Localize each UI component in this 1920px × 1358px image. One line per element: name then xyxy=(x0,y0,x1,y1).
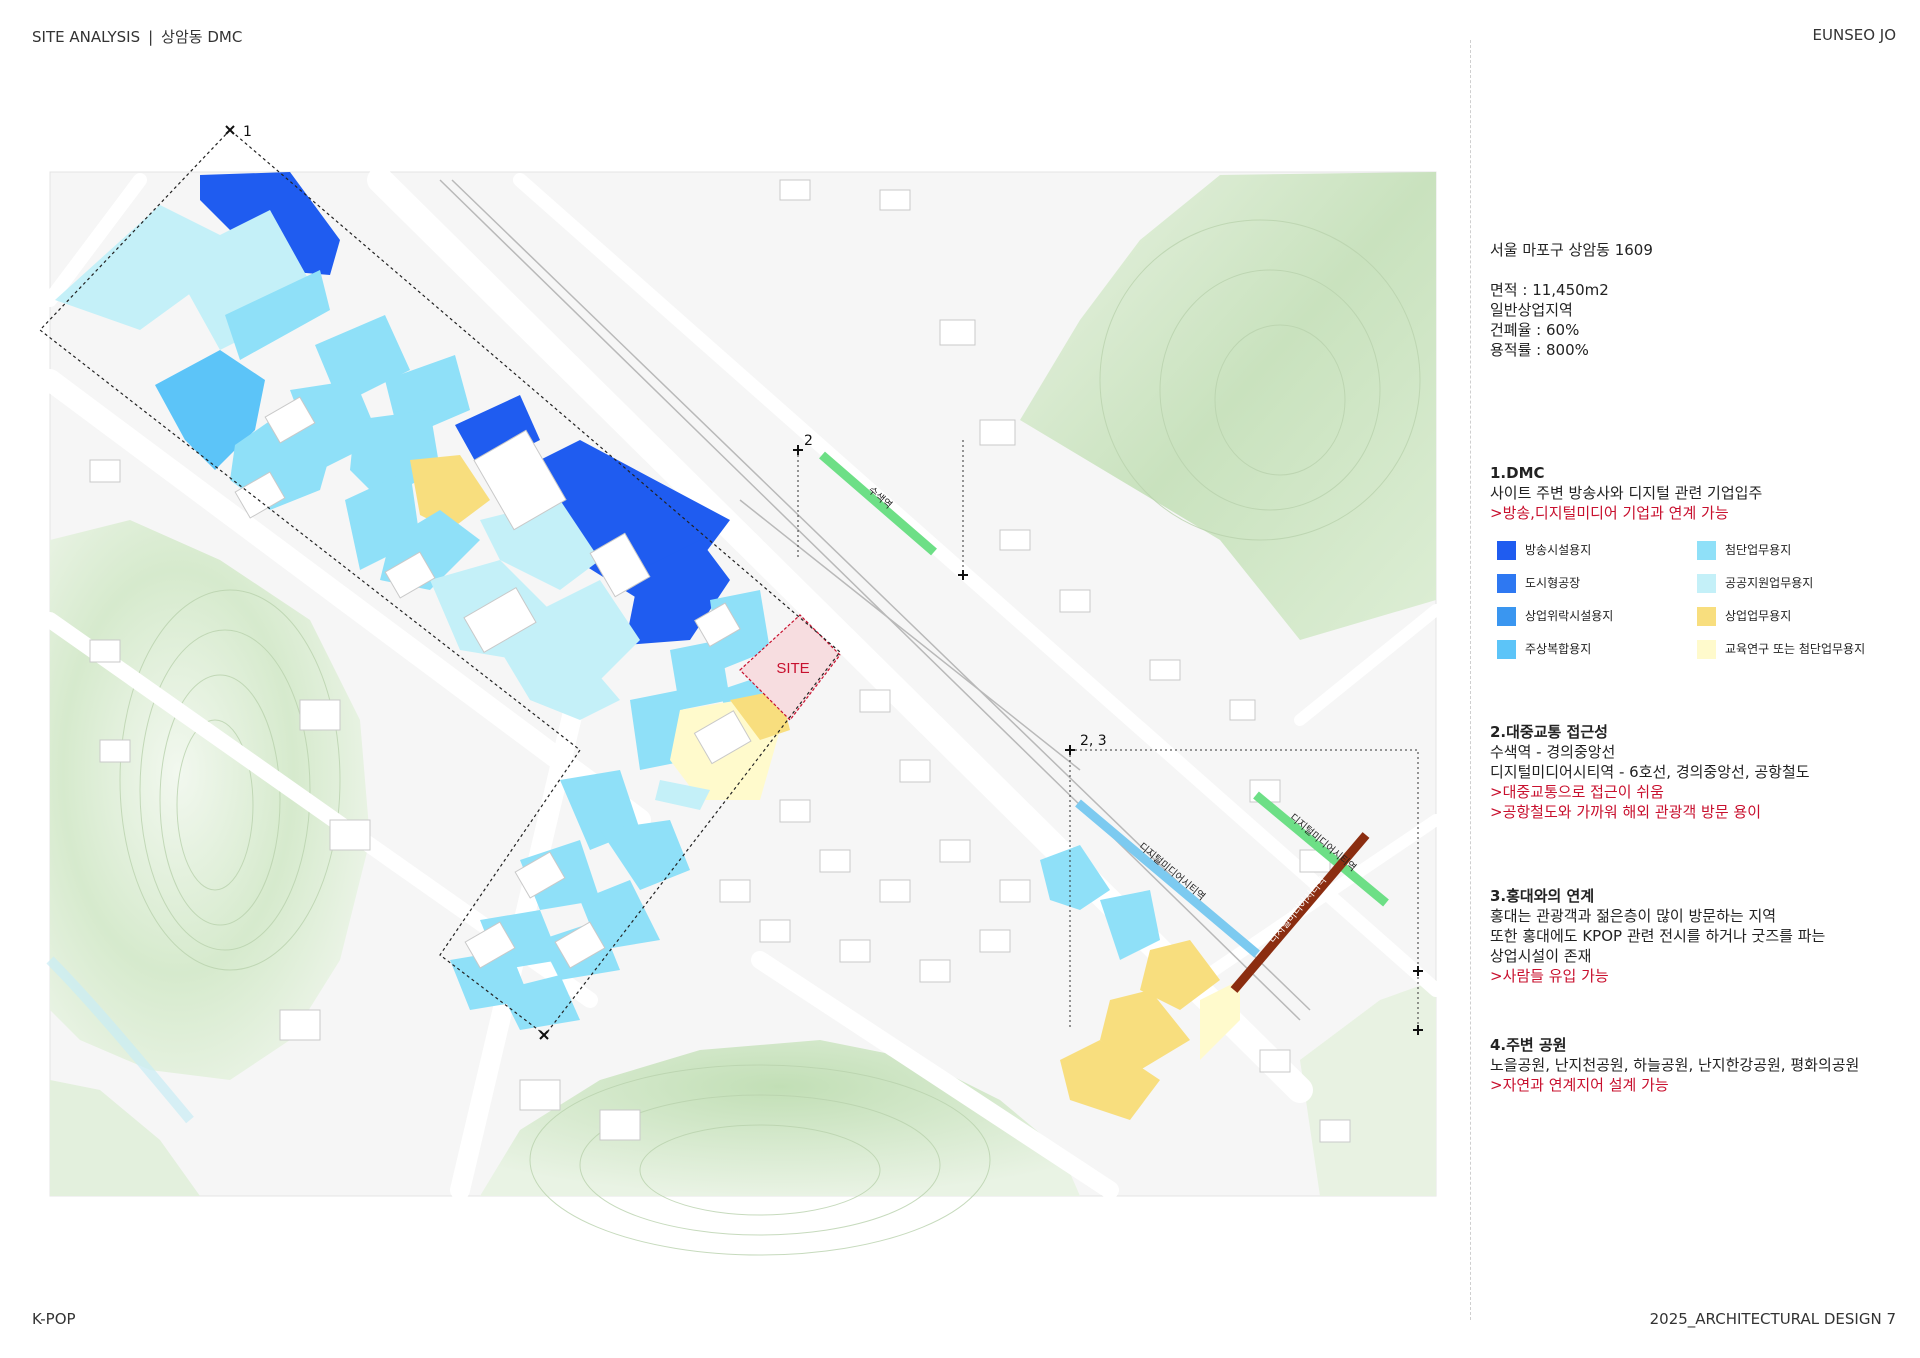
marker-plus-2 xyxy=(958,570,968,580)
legend-swatch xyxy=(1497,640,1516,659)
legend-item: 교육연구 또는 첨단업무용지 xyxy=(1697,639,1865,659)
header-separator: | xyxy=(148,28,154,46)
section-transit-highlight: >공항철도와 가까워 해외 관광객 방문 용이 xyxy=(1490,803,1762,821)
site-address: 서울 마포구 상암동 1609 xyxy=(1490,241,1653,259)
section-parks-highlight: >자연과 연계지어 설계 가능 xyxy=(1490,1076,1669,1094)
spec-far: 용적률 : 800% xyxy=(1490,341,1589,359)
dmc-boundary xyxy=(39,129,841,1036)
marker-cross-1 xyxy=(225,125,235,135)
marker-plus-4 xyxy=(1413,1025,1423,1035)
spec-area: 면적 : 11,450m2 xyxy=(1490,281,1609,299)
legend-label: 공공지원업무용지 xyxy=(1725,576,1814,590)
railway-tracks xyxy=(439,179,1311,1021)
section-transit-title: 2.대중교통 접근성 xyxy=(1490,723,1608,741)
legend-label: 교육연구 또는 첨단업무용지 xyxy=(1725,642,1866,656)
section-parks-title: 4.주변 공원 xyxy=(1490,1036,1567,1054)
legend-label: 첨단업무용지 xyxy=(1725,543,1792,557)
legend-label: 상업업무용지 xyxy=(1725,609,1792,623)
marker-plus-3 xyxy=(1065,745,1075,755)
section-dmc-highlight: >방송,디지털미디어 기업과 연계 가능 xyxy=(1490,504,1729,522)
section-transit-line: 수색역 - 경의중앙선 xyxy=(1490,743,1616,761)
page-divider xyxy=(1470,40,1471,1320)
section-hongdae-line: 또한 홍대에도 KPOP 관련 전시를 하거나 굿즈를 파는 xyxy=(1490,927,1826,945)
section-hongdae-line: 홍대는 관광객과 젊은층이 많이 방문하는 지역 xyxy=(1490,907,1777,925)
marker-plus-5 xyxy=(1413,966,1423,976)
legend-label: 방송시설용지 xyxy=(1525,543,1592,557)
legend-label: 주상복합용지 xyxy=(1525,642,1592,656)
section-transit: 2.대중교통 접근성 수색역 - 경의중앙선 디지털미디어시티역 - 6호선, … xyxy=(1490,722,1910,822)
legend-swatch xyxy=(1497,607,1516,626)
legend-swatch xyxy=(1697,607,1716,626)
author-name: EUNSEO JO xyxy=(1812,26,1896,44)
park-southwest xyxy=(50,1080,200,1196)
marker-label-2: 2 xyxy=(804,433,813,449)
marker-label-23: 2, 3 xyxy=(1080,733,1107,749)
section-parks-line: 노을공원, 난지천공원, 하늘공원, 난지한강공원, 평화의공원 xyxy=(1490,1056,1860,1074)
marker-label-1: 1 xyxy=(243,124,252,140)
rail-dmc-green xyxy=(1253,791,1389,907)
legend-swatch xyxy=(1697,541,1716,560)
footer-right: 2025_ARCHITECTURAL DESIGN 7 xyxy=(1649,1310,1896,1328)
header-title: SITE ANALYSIS xyxy=(32,28,141,46)
section-dmc-line: 사이트 주변 방송사와 디지털 관련 기업입주 xyxy=(1490,484,1763,502)
legend-item: 방송시설용지 xyxy=(1497,540,1591,560)
spec-zoning: 일반상업지역 xyxy=(1490,301,1573,319)
header-subtitle: 상암동 DMC xyxy=(161,28,243,46)
site-label: SITE xyxy=(776,660,809,677)
page-header-left: SITE ANALYSIS | 상암동 DMC xyxy=(32,26,242,47)
site-map: SITE 수색역 디지털미디어시티역 디지털미디어시티역 디지털미디어시티역 1… xyxy=(39,124,1437,1256)
section-hongdae: 3.홍대와의 연계 홍대는 관광객과 젊은층이 많이 방문하는 지역 또한 홍대… xyxy=(1490,886,1910,986)
legend-swatch xyxy=(1497,574,1516,593)
legend-label: 도시형공장 xyxy=(1525,576,1581,590)
legend-item: 주상복합용지 xyxy=(1497,639,1591,659)
legend-item: 상업업무용지 xyxy=(1697,606,1791,626)
footer-left: K-POP xyxy=(32,1310,76,1328)
section-parks: 4.주변 공원 노을공원, 난지천공원, 하늘공원, 난지한강공원, 평화의공원… xyxy=(1490,1035,1910,1095)
legend-label: 상업위락시설용지 xyxy=(1525,609,1614,623)
rail-dmc-blue xyxy=(1075,799,1260,958)
legend-swatch xyxy=(1697,574,1716,593)
marker-plus-1 xyxy=(793,445,803,455)
marker-cross-2 xyxy=(539,1030,549,1040)
rail-dmc-brown xyxy=(1230,832,1370,993)
legend-item: 상업위락시설용지 xyxy=(1497,606,1613,626)
section-hongdae-highlight: >사람들 유입 가능 xyxy=(1490,967,1609,985)
park-areas xyxy=(46,172,1436,1256)
legend-item: 첨단업무용지 xyxy=(1697,540,1791,560)
site-parcel: SITE xyxy=(739,614,841,721)
section-dmc-title: 1.DMC xyxy=(1490,464,1545,482)
section-hongdae-title: 3.홍대와의 연계 xyxy=(1490,887,1595,905)
section-transit-line: 디지털미디어시티역 - 6호선, 경의중앙선, 공항철도 xyxy=(1490,763,1810,781)
transit-guides xyxy=(797,440,1419,1030)
legend-swatch xyxy=(1497,541,1516,560)
section-hongdae-line: 상업시설이 존재 xyxy=(1490,947,1592,965)
rail-susaek xyxy=(819,451,937,556)
site-info: 서울 마포구 상암동 1609 면적 : 11,450m2 일반상업지역 건폐율… xyxy=(1490,240,1910,360)
markers xyxy=(225,125,1423,1040)
legend-item: 도시형공장 xyxy=(1497,573,1580,593)
buildings xyxy=(89,179,1351,1143)
section-transit-highlight: >대중교통으로 접근이 쉬움 xyxy=(1490,783,1664,801)
legend-swatch xyxy=(1697,640,1716,659)
spec-coverage: 건폐율 : 60% xyxy=(1490,321,1580,339)
legend-item: 공공지원업무용지 xyxy=(1697,573,1813,593)
section-dmc: 1.DMC 사이트 주변 방송사와 디지털 관련 기업입주 >방송,디지털미디어… xyxy=(1490,463,1910,523)
